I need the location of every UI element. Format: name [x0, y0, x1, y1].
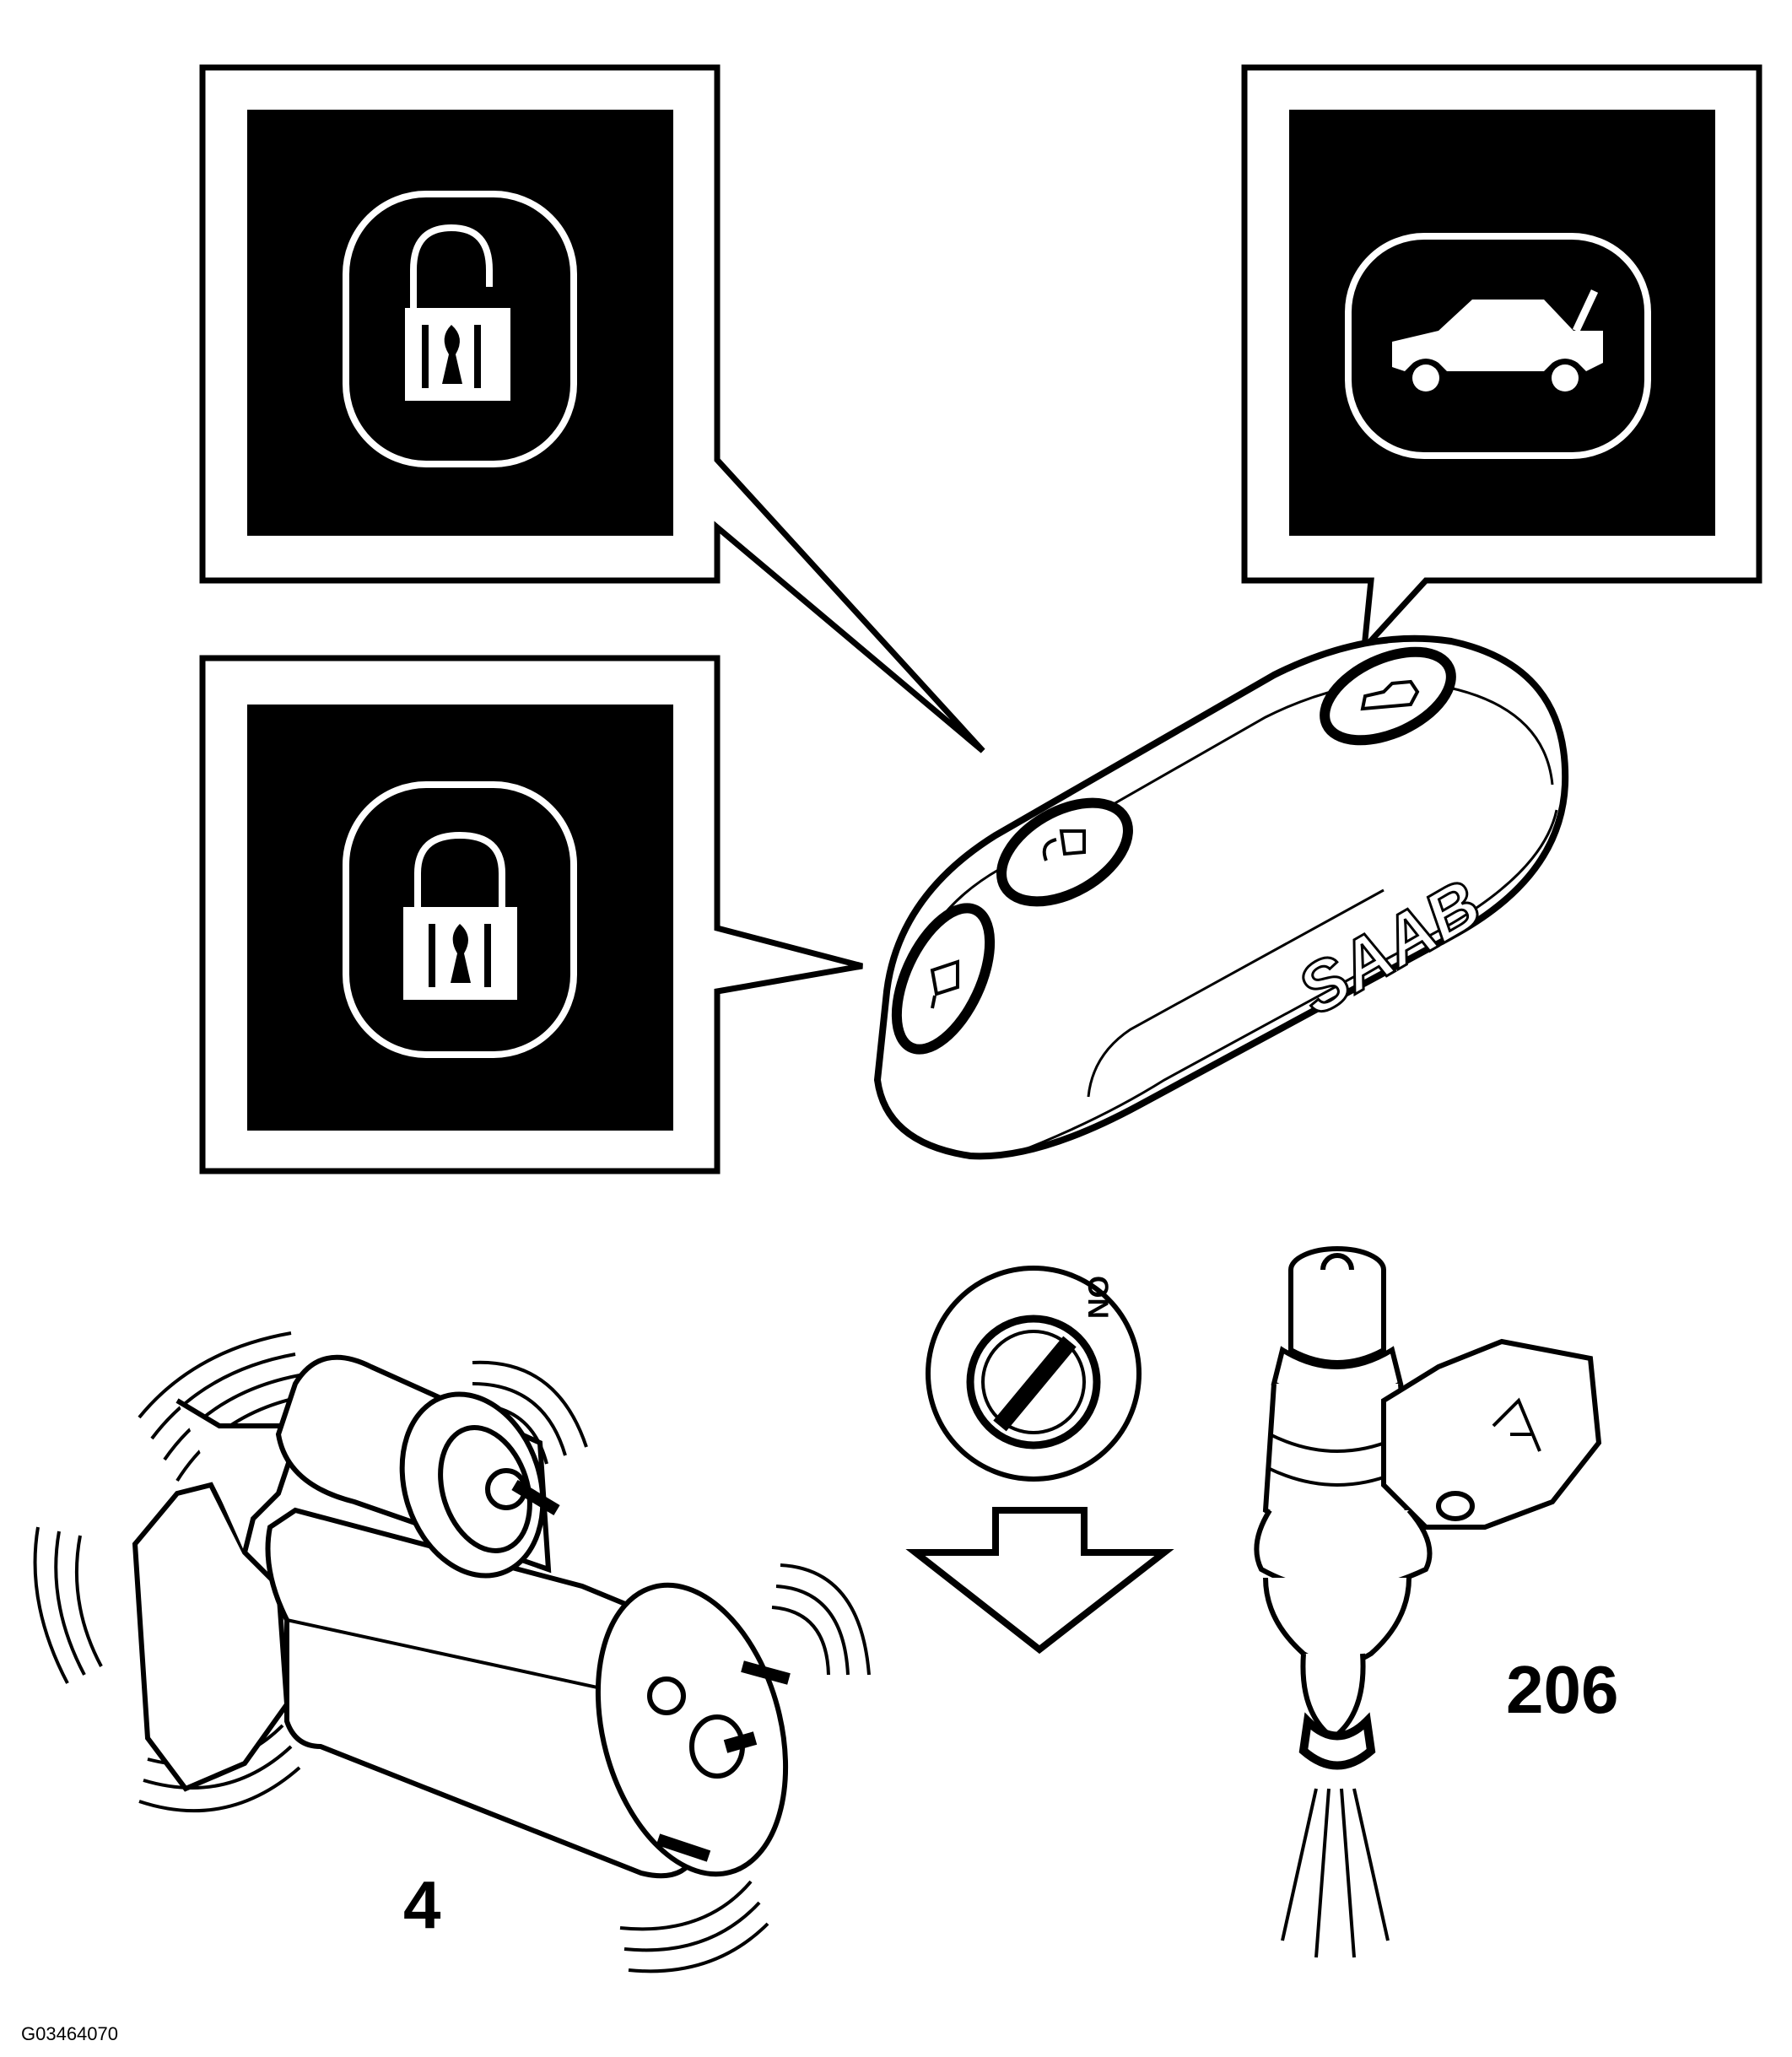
- fob-lock-button: [891, 903, 996, 1055]
- fuel-spray: [1281, 1788, 1390, 1958]
- ignition-on-label: ON: [1082, 1276, 1114, 1319]
- car-trunk-icon: [1345, 233, 1651, 459]
- padlock-closed-icon: [343, 781, 577, 1058]
- down-arrow-icon: [905, 1507, 1174, 1655]
- fob-trunk-button: [1320, 646, 1456, 746]
- fuel-injector-callout: 206: [1506, 1652, 1618, 1727]
- unlock-callout: [199, 64, 985, 753]
- key-fob: SAAB: [873, 634, 1569, 1160]
- trunk-callout: [1241, 64, 1762, 657]
- figure-code: G03464070: [21, 2023, 118, 2044]
- ignition-key-slot: [993, 1336, 1077, 1432]
- fuel-injector: [1254, 1246, 1602, 1958]
- starter-motor: [33, 1331, 871, 1973]
- fob-unlock-button: [996, 797, 1133, 907]
- lock-callout: [199, 655, 863, 1174]
- ignition-switch: ON: [926, 1266, 1142, 1482]
- starter-motor-callout: 4: [403, 1867, 441, 1942]
